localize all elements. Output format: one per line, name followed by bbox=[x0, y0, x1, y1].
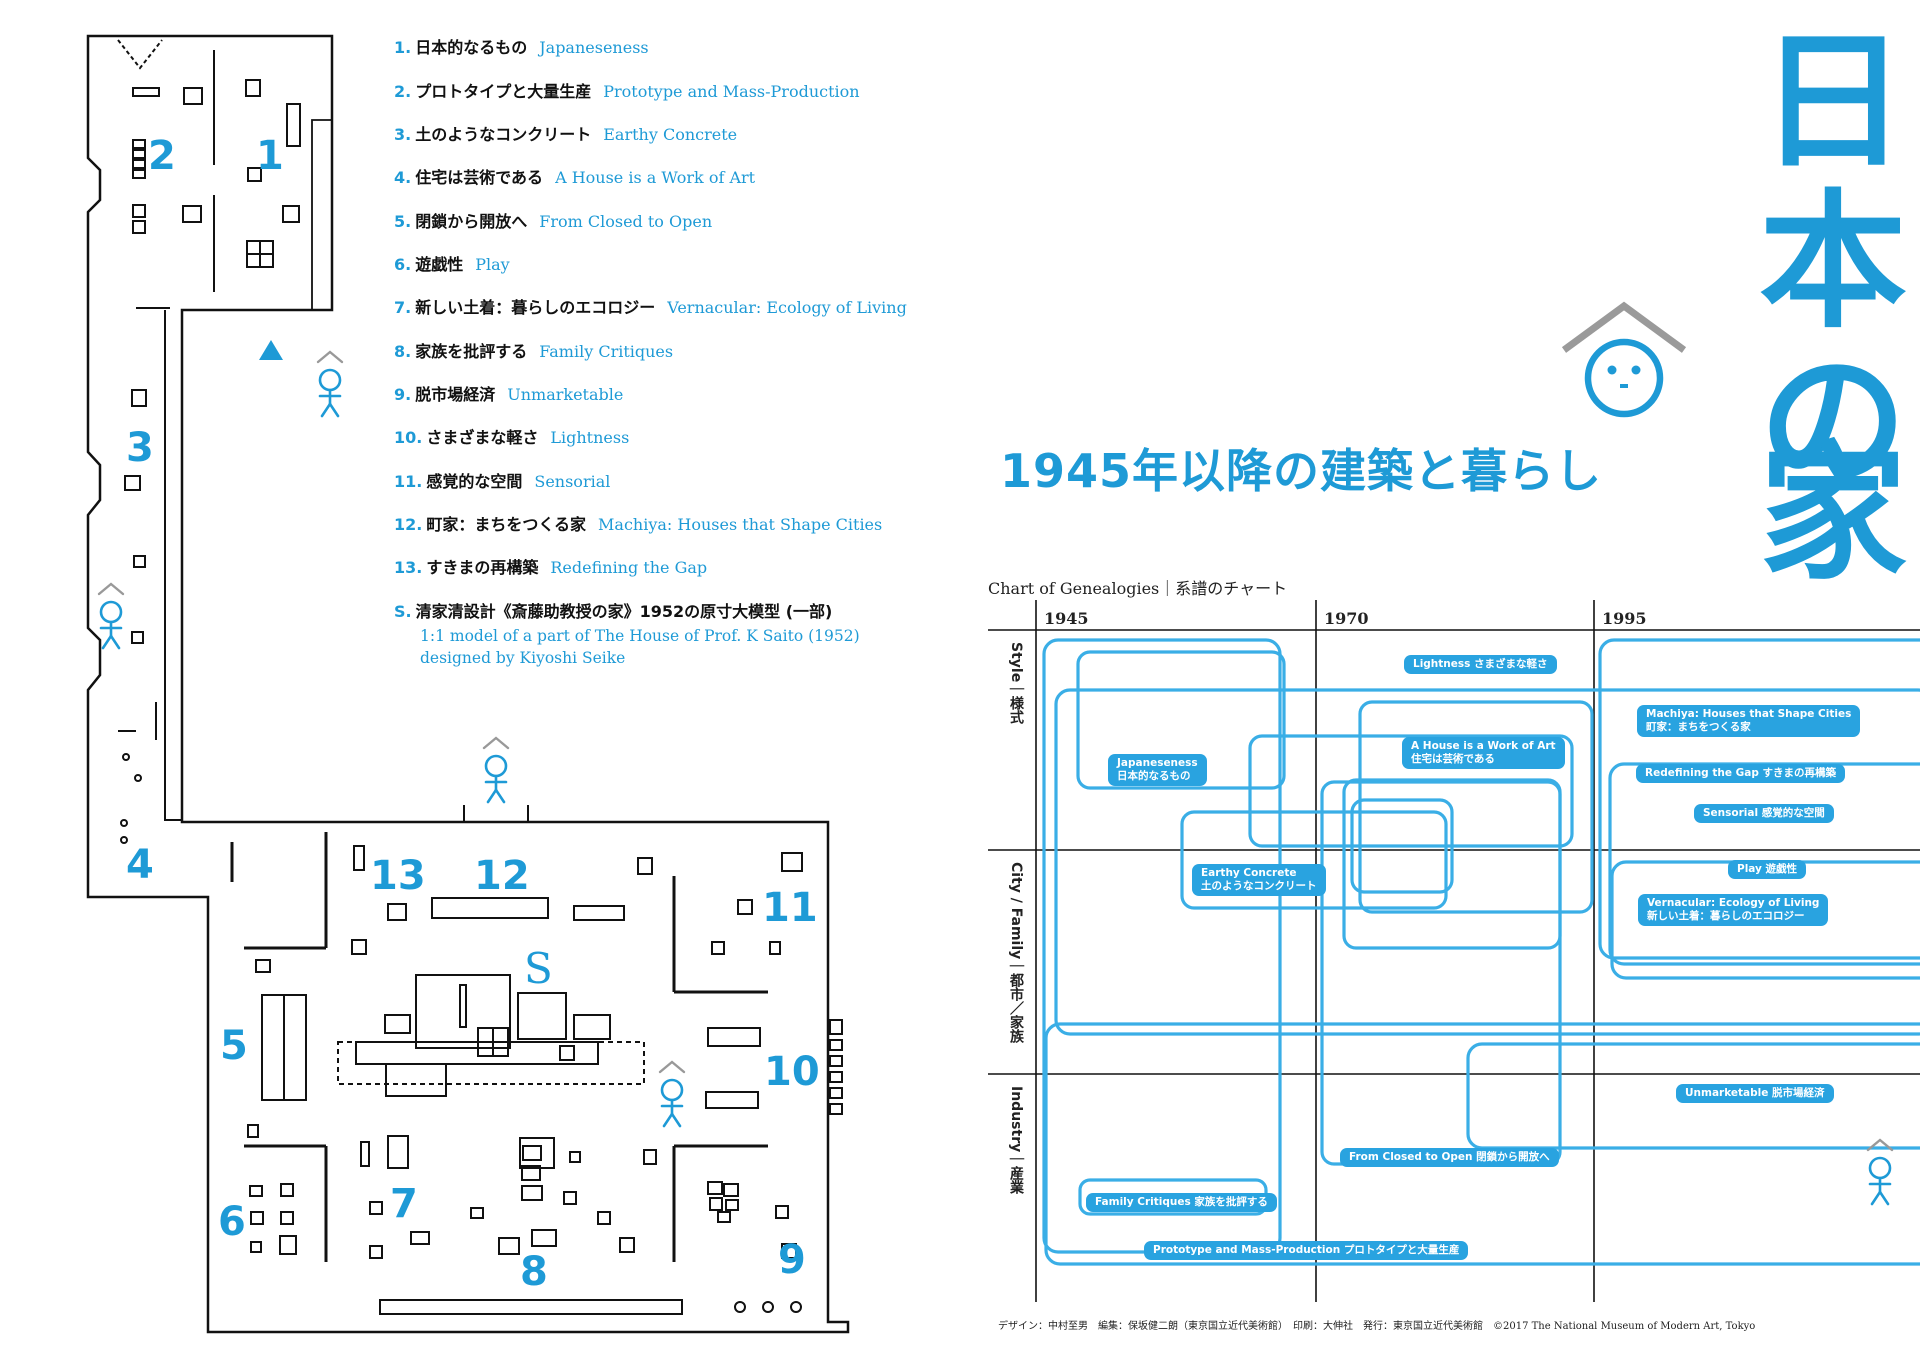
chart-heading: Chart of Genealogies｜系譜のチャート bbox=[988, 579, 1288, 598]
mascot-icon bbox=[97, 582, 125, 650]
room-number-10: 10 bbox=[764, 1049, 820, 1095]
mascot-icon bbox=[1866, 1138, 1894, 1206]
chart-tag: Redefining the Gap すきまの再構築 bbox=[1636, 764, 1845, 783]
section-s-english-line2: designed by Kiyoshi Seike bbox=[420, 649, 626, 667]
room-number-6: 6 bbox=[218, 1199, 246, 1245]
room-number-2: 2 bbox=[148, 133, 176, 179]
room-number-13: 13 bbox=[370, 853, 426, 899]
mascot-icon bbox=[658, 1060, 686, 1128]
year-label: 1995 bbox=[1602, 609, 1647, 628]
title-char: 日 bbox=[1759, 16, 1907, 188]
genealogy-loop bbox=[1248, 734, 1574, 848]
room-number-5: 5 bbox=[220, 1023, 248, 1069]
title-char: の bbox=[1759, 336, 1907, 508]
genealogy-loop bbox=[1054, 688, 1920, 1036]
chart-tag: Lightness さまざまな軽さ bbox=[1404, 655, 1557, 674]
genealogy-loop bbox=[1466, 1042, 1920, 1150]
room-s-label: S bbox=[524, 944, 553, 993]
building-outline bbox=[86, 34, 850, 1334]
genealogy-loop bbox=[1358, 700, 1594, 914]
chart-tag: Family Critiques 家族を批評する bbox=[1086, 1193, 1277, 1212]
section-item-s: S.清家清設計《斎藤助教授の家》1952の原寸大模型 (一部) bbox=[394, 602, 833, 621]
row-label-style: Style｜様式 bbox=[1008, 642, 1024, 725]
title-char: 本 bbox=[1759, 176, 1907, 348]
credits: デザイン：中村至男 編集：保坂健二朗（東京国立近代美術館） 印刷：大伸社 発行：… bbox=[998, 1321, 1756, 1332]
genealogy-loop bbox=[1076, 650, 1286, 790]
chart-tag: From Closed to Open 閉鎖から開放へ bbox=[1340, 1148, 1559, 1167]
entrance-marker bbox=[259, 340, 283, 360]
genealogy-loop bbox=[1598, 638, 1920, 960]
genealogy-loop bbox=[1350, 798, 1454, 894]
room-number-1: 1 bbox=[256, 133, 284, 179]
room-number-12: 12 bbox=[474, 853, 530, 899]
room-number-11: 11 bbox=[762, 885, 818, 931]
subtitle: 1945年以降の建築と暮らし bbox=[1000, 444, 1603, 498]
genealogy-loop bbox=[1044, 1022, 1920, 1266]
room-number-9: 9 bbox=[778, 1237, 806, 1283]
room-number-8: 8 bbox=[520, 1249, 548, 1295]
chart-tag: Play 遊戯性 bbox=[1728, 860, 1807, 879]
chart-tag: Unmarketable 脱市場経済 bbox=[1676, 1084, 1834, 1103]
row-label-industry: Industry｜産業 bbox=[1008, 1086, 1024, 1195]
year-label: 1945 bbox=[1044, 609, 1089, 628]
section-s-english-line1: 1:1 model of a part of The House of Prof… bbox=[420, 627, 860, 645]
genealogy-loop bbox=[1320, 780, 1562, 1166]
room-number-4: 4 bbox=[126, 842, 154, 888]
year-label: 1970 bbox=[1324, 609, 1369, 628]
house-face-logo bbox=[1561, 301, 1687, 418]
title-char: 家 bbox=[1759, 428, 1907, 600]
row-label-city-family: City / Family｜都市／家族 bbox=[1008, 862, 1024, 1044]
mascot-icon bbox=[482, 736, 510, 804]
mascot-icon bbox=[316, 350, 344, 418]
room-number-7: 7 bbox=[390, 1181, 418, 1227]
floor-plan bbox=[86, 34, 850, 1334]
genealogy-loop bbox=[1180, 810, 1448, 910]
chart-tag: Sensorial 感覚的な空間 bbox=[1694, 804, 1834, 823]
room-number-3: 3 bbox=[126, 425, 154, 471]
chart-tag: Prototype and Mass-Production プロトタイプと大量生… bbox=[1144, 1241, 1469, 1260]
